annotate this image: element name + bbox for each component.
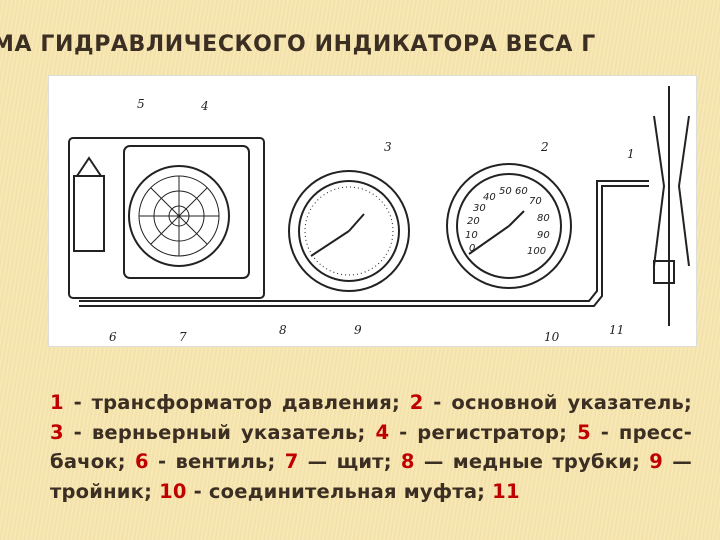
scale-100: 100	[527, 246, 546, 257]
scale-70: 70	[529, 196, 542, 207]
legend-num-3: 3	[50, 420, 64, 444]
legend-num-9: 9	[649, 450, 664, 473]
legend-num-6: 6	[135, 450, 149, 473]
scale-60: 60	[515, 186, 528, 197]
pressure-transformer	[653, 115, 690, 267]
hydraulic-weight-indicator-drawing: 5 4 3 2 1 6 7 8 9 10 11 0 10 20 30 40 50…	[68, 86, 690, 344]
legend-text-4: - регистратор;	[389, 420, 578, 444]
scale-10: 10	[465, 230, 478, 241]
legend-text-7: — щит;	[298, 450, 401, 473]
recorder-box	[123, 145, 250, 279]
main-gauge	[446, 163, 572, 289]
label-11: 11	[609, 323, 624, 337]
vernier-gauge	[288, 170, 410, 292]
legend-num-11: 11	[492, 479, 520, 503]
legend-num-1: 1	[50, 391, 64, 414]
label-1: 1	[627, 147, 635, 161]
legend-text-6: - вентиль;	[148, 450, 285, 473]
label-8: 8	[279, 323, 287, 337]
legend-text-1: - трансформатор давления;	[63, 391, 410, 414]
label-4: 4	[200, 99, 209, 113]
label-3: 3	[384, 140, 392, 154]
scale-80: 80	[537, 213, 550, 224]
legend-num-10: 10	[159, 479, 187, 503]
scale-40: 40	[483, 192, 496, 203]
label-9: 9	[354, 323, 362, 337]
label-5: 5	[137, 97, 145, 111]
copper-tubes	[79, 180, 649, 302]
scale-50: 50	[499, 186, 512, 197]
legend-num-4: 4	[375, 420, 390, 444]
press-tank	[73, 175, 105, 252]
slide-title: МА ГИДРАВЛИЧЕСКОГО ИНДИКАТОРА ВЕСА Г	[0, 32, 596, 57]
scale-90: 90	[537, 230, 550, 241]
legend-num-2: 2	[409, 391, 424, 414]
label-7: 7	[179, 330, 187, 344]
legend-text-10: - соединительная муфта;	[186, 479, 493, 503]
legend-text: 1 - трансформатор давления; 2 - основной…	[50, 388, 692, 506]
scale-30: 30	[473, 203, 486, 214]
recorder-dial	[128, 165, 230, 267]
panel-shield	[68, 137, 265, 299]
legend-num-8: 8	[400, 450, 415, 473]
scale-20: 20	[467, 216, 480, 227]
legend-text-5: - пресс-бачок;	[50, 420, 693, 474]
legend-text-3: - верньерный указатель;	[63, 420, 376, 444]
legend-text-9: — тройник;	[50, 450, 692, 503]
legend-text-8: — медные трубки;	[414, 450, 650, 473]
schematic-figure: 5 4 3 2 1 6 7 8 9 10 11 0 10 20 30 40 50…	[48, 75, 697, 347]
scale-0: 0	[469, 243, 475, 254]
legend-num-7: 7	[284, 450, 299, 473]
label-2: 2	[540, 140, 549, 154]
label-10: 10	[544, 330, 560, 344]
legend-text-2: - основной указатель;	[423, 391, 692, 414]
label-6: 6	[109, 330, 117, 344]
legend-num-5: 5	[577, 420, 591, 444]
